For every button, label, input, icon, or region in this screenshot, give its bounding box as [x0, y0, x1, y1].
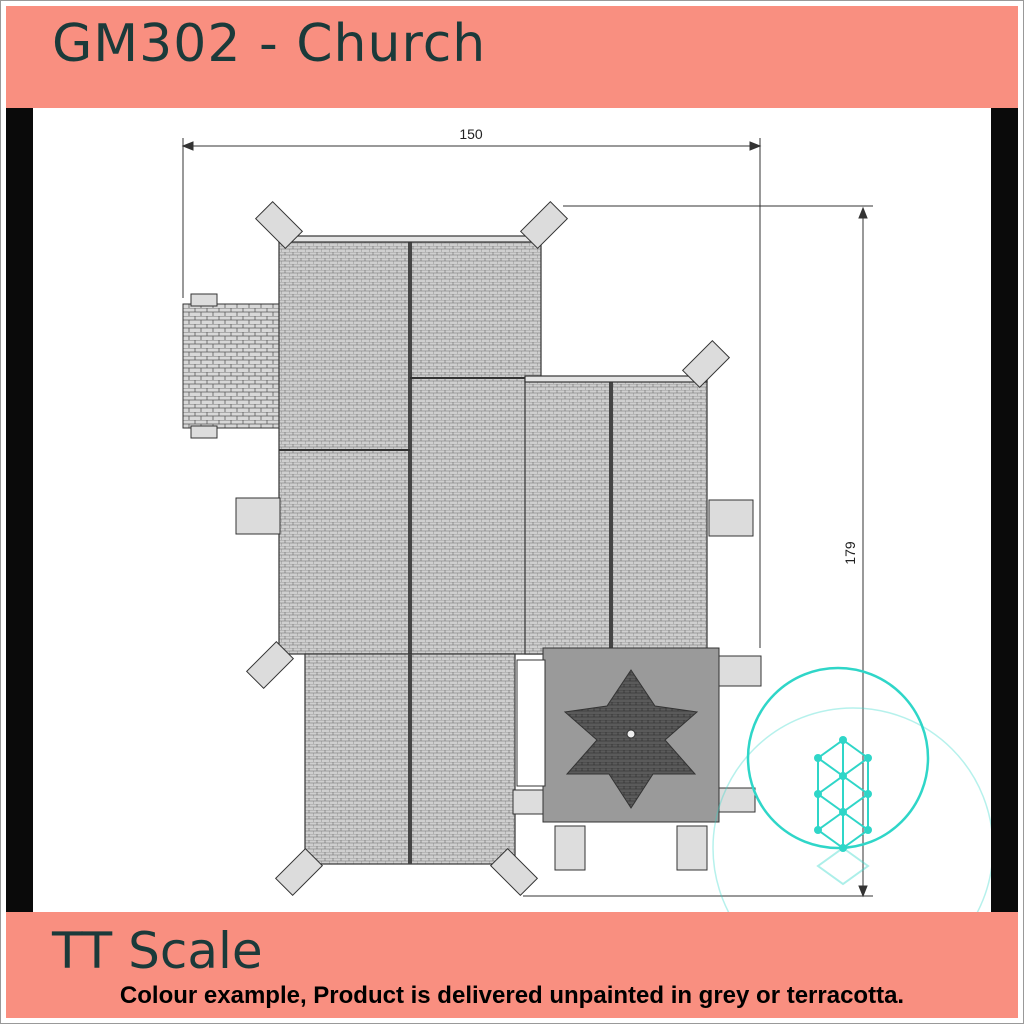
scale-label: TT Scale	[52, 922, 263, 980]
height-dimension-label: 179	[842, 541, 858, 565]
left-border-bar	[6, 108, 33, 912]
buttresses	[235, 200, 754, 897]
width-dimension-label: 150	[459, 126, 483, 142]
watermark-logo	[712, 666, 991, 912]
title-banner	[6, 6, 1018, 108]
width-dimension	[181, 138, 762, 648]
right-border-bar	[991, 108, 1018, 912]
page-title: GM302 - Church	[52, 14, 487, 74]
left-porch	[182, 303, 284, 429]
height-dimension	[523, 205, 873, 898]
church-plan-drawing: 150 179	[181, 126, 991, 912]
tower	[512, 647, 762, 871]
scale-banner	[6, 912, 1018, 1018]
nave-roof	[278, 235, 708, 865]
product-notice: Colour example, Product is delivered unp…	[119, 982, 905, 1009]
